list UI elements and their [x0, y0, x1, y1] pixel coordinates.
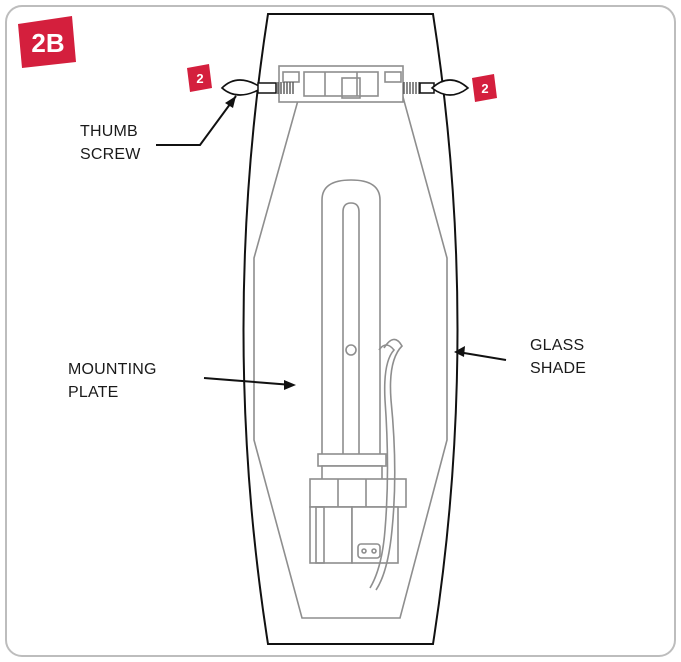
panel-frame — [5, 5, 676, 657]
glass-shade-label-line1: GLASS — [530, 337, 584, 354]
thumb-screw-right-head — [430, 79, 470, 96]
thumb-screw-right-thread — [403, 82, 420, 94]
thumb-screw-label-line1: THUMB — [80, 123, 138, 140]
glass-shade-label-line2: SHADE — [530, 360, 586, 377]
step-label: 2B — [31, 28, 64, 58]
thumb-screw-left — [220, 79, 294, 96]
power-cord — [369, 338, 403, 591]
mounting-plate-label-line2: PLATE — [68, 384, 119, 401]
step-badge-left: 2 — [187, 64, 212, 92]
thumb-screw-label-line2: SCREW — [80, 146, 141, 163]
lamp-socket — [309, 453, 407, 564]
glass-shade — [242, 13, 459, 645]
mounting-plate — [253, 85, 448, 619]
cfl-bulb — [321, 179, 381, 460]
step-tag-background — [18, 16, 76, 68]
callout-leaders — [156, 95, 507, 390]
step-badge-right: 2 — [472, 74, 497, 102]
outlet-icon — [357, 543, 381, 559]
thumb-screw-right — [403, 79, 470, 96]
step-tag: 2B — [18, 16, 76, 68]
svg-text:2: 2 — [481, 81, 488, 96]
mounting-plate-label-line1: MOUNTING — [68, 361, 157, 378]
svg-text:2: 2 — [196, 71, 203, 86]
thumb-screw-left-nut — [257, 82, 277, 94]
top-bracket — [278, 65, 404, 103]
thumb-screw-left-thread — [277, 82, 294, 94]
